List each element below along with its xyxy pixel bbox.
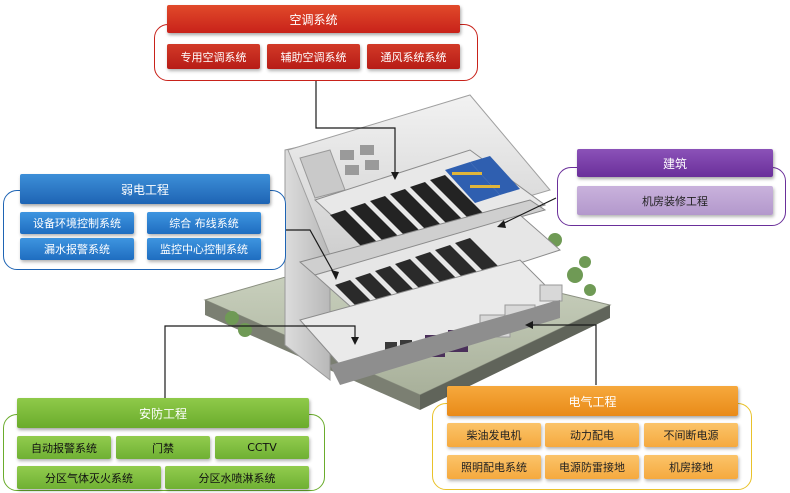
arrow-hvac	[391, 172, 399, 180]
building-header: 建筑	[577, 149, 773, 177]
electrical-item-lighting: 照明配电系统	[447, 455, 541, 479]
security-item-auto-alarm: 自动报警系统	[17, 436, 111, 459]
arrow-security	[351, 337, 359, 345]
electrical-item-diesel-generator: 柴油发电机	[447, 423, 541, 447]
arrow-electrical	[525, 321, 533, 329]
security-header: 安防工程	[17, 398, 309, 428]
electrical-item-lightning-grounding: 电源防雷接地	[545, 455, 639, 479]
connector-weak-current	[277, 229, 336, 276]
electrical-item-ups: 不间断电源	[644, 423, 738, 447]
electrical-item-power-distribution: 动力配电	[545, 423, 639, 447]
security-item-sprinkler: 分区水喷淋系统	[165, 466, 309, 489]
security-item-gas-suppression: 分区气体灭火系统	[17, 466, 161, 489]
weak-current-item-cabling: 综合 布线系统	[147, 212, 261, 234]
weak-current-item-env-control: 设备环境控制系统	[20, 212, 134, 234]
electrical-item-room-grounding: 机房接地	[644, 455, 738, 479]
weak-current-item-monitoring: 监控中心控制系统	[147, 238, 261, 260]
weak-current-header: 弱电工程	[20, 174, 270, 204]
connector-hvac	[315, 81, 396, 175]
connector-electrical	[530, 324, 597, 385]
electrical-header: 电气工程	[447, 386, 738, 416]
security-item-access-control: 门禁	[116, 436, 210, 459]
hvac-item-ventilation: 通风系统系统	[367, 44, 460, 69]
connector-security	[164, 325, 356, 398]
arrow-weak-current	[331, 270, 339, 280]
weak-current-item-leak-alarm: 漏水报警系统	[20, 238, 134, 260]
hvac-item-dedicated: 专用空调系统	[167, 44, 260, 69]
hvac-item-auxiliary: 辅助空调系统	[267, 44, 360, 69]
security-item-cctv: CCTV	[215, 436, 309, 459]
hvac-header: 空调系统	[167, 5, 460, 33]
connector-building	[499, 197, 557, 226]
arrow-building	[497, 220, 506, 228]
building-item-renovation: 机房装修工程	[577, 186, 773, 215]
